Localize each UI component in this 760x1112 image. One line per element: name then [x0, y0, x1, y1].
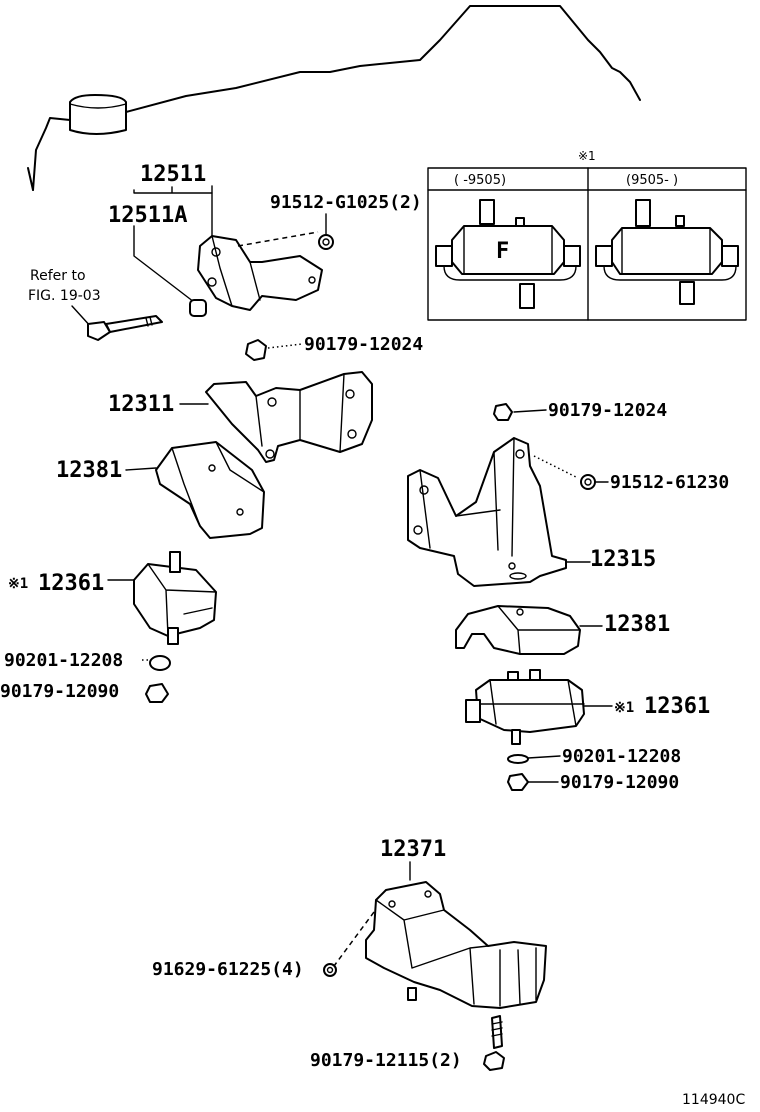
- mount-insulator-icon: [595, 199, 739, 305]
- nut-90179-12090-right: 90179-12090: [507, 772, 679, 793]
- washer-icon: [507, 754, 529, 764]
- bolt-91629-61225: 91629-61225(4): [152, 959, 337, 980]
- spacer-icon: [189, 299, 207, 317]
- mount-insulator-icon: [133, 551, 217, 645]
- label-12311: 12311: [108, 392, 174, 417]
- part-12381-left: 12381: [56, 441, 265, 539]
- nut-90179-12024-right: 90179-12024: [493, 400, 667, 421]
- nut-90179-12115: 90179-12115(2): [310, 1050, 505, 1071]
- label-12371: 12371: [380, 837, 446, 862]
- crossmember-icon: [365, 881, 547, 1049]
- inset-header-right: (9505- ): [626, 173, 678, 188]
- nut-icon: [145, 683, 169, 703]
- note-mark-left: ※1: [8, 576, 28, 592]
- label-91512-61230: 91512-61230: [610, 472, 729, 493]
- washer-icon: [149, 655, 171, 671]
- label-12381-a: 12381: [56, 458, 122, 483]
- part-12381-right: 12381: [455, 605, 670, 655]
- variant-inset: ※1 ( -9505) (9505- ) F: [427, 149, 747, 321]
- nut-90179-12024-left: 90179-12024: [245, 334, 423, 361]
- nut-icon: [323, 963, 337, 977]
- bolt-icon: [87, 315, 163, 341]
- mount-insulator-icon: [465, 669, 585, 745]
- figure-reference: FIG. 19-03: [28, 288, 101, 304]
- nut-icon: [318, 234, 334, 250]
- bracket-icon: [197, 235, 323, 311]
- label-90179-12090-b: 90179-12090: [560, 772, 679, 793]
- nut-icon: [507, 773, 529, 791]
- inset-note-mark: ※1: [578, 149, 596, 163]
- nut-icon: [580, 474, 596, 490]
- mount-insulator-icon: F: [435, 199, 581, 309]
- label-90179-12090-a: 90179-12090: [0, 681, 119, 702]
- part-12511-group: 12511 12511A 91512-G1025(2) Refer to FIG…: [28, 162, 422, 341]
- washer-90201-12208-left: 90201-12208: [4, 650, 171, 671]
- washer-90201-12208-right: 90201-12208: [507, 746, 681, 767]
- label-12511: 12511: [140, 162, 206, 187]
- label-12511A: 12511A: [108, 203, 187, 228]
- inset-frame: [427, 167, 747, 321]
- insulator-letter: F: [496, 239, 509, 264]
- label-90179-12024-b: 90179-12024: [548, 400, 667, 421]
- label-12381-b: 12381: [604, 612, 670, 637]
- part-12371: 12371: [333, 837, 547, 1049]
- inset-header-left: ( -9505): [454, 173, 506, 188]
- part-12361-right: ※1 12361: [465, 669, 710, 745]
- part-12361-left: ※1 12361: [8, 551, 217, 645]
- label-90179-12024-a: 90179-12024: [304, 334, 423, 355]
- label-91629-61225: 91629-61225(4): [152, 959, 304, 980]
- refer-to-text: Refer to: [30, 268, 86, 284]
- label-12361-b: 12361: [644, 694, 710, 719]
- label-12315: 12315: [590, 547, 656, 572]
- label-91512-G1025: 91512-G1025(2): [270, 192, 422, 213]
- label-90201-12208-b: 90201-12208: [562, 746, 681, 767]
- engine-outline-icon: [27, 5, 641, 191]
- part-12311: 12311: [108, 371, 373, 463]
- diagram-code: 114940C: [682, 1092, 745, 1108]
- nut-icon: [483, 1051, 505, 1071]
- label-12361-a: 12361: [38, 571, 104, 596]
- note-mark-right: ※1: [614, 700, 634, 716]
- label-90179-12115: 90179-12115(2): [310, 1050, 462, 1071]
- part-12315: 12315 91512-61230: [407, 437, 729, 587]
- nut-90179-12090-left: 90179-12090: [0, 681, 169, 703]
- label-90201-12208-a: 90201-12208: [4, 650, 123, 671]
